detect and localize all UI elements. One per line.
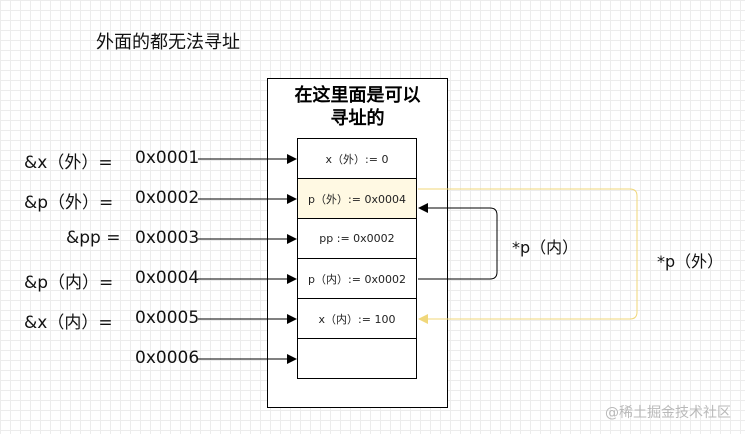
outer-pointer-deref-label: *p（外） [657, 252, 724, 271]
outer-pointer-arrow [418, 188, 638, 324]
address-ref-label: &x（内）= [24, 313, 113, 333]
memory-cell: p（外）:= 0x0004 [297, 178, 417, 219]
memory-cell: pp := 0x0002 [297, 218, 417, 259]
memory-cell: p（内）:= 0x0002 [297, 258, 417, 299]
addressable-region-title: 在这里面是可以 寻址的 [267, 84, 448, 130]
address-value: 0x0005 [135, 308, 200, 328]
memory-cell: x（内）:= 100 [297, 298, 417, 339]
address-value: 0x0002 [135, 188, 200, 208]
title-line-2: 寻址的 [330, 108, 385, 129]
address-value: 0x0004 [135, 268, 200, 288]
address-value: 0x0003 [135, 228, 200, 248]
address-ref-label: &p（外）= [24, 193, 114, 213]
watermark: @稀土掘金技术社区 [605, 405, 731, 421]
address-value: 0x0001 [135, 148, 200, 168]
title-line-1: 在这里面是可以 [294, 85, 421, 106]
address-ref-label: &p（内）= [24, 273, 114, 293]
address-value: 0x0006 [135, 348, 200, 368]
address-ref-label: &x（外）= [24, 153, 113, 173]
memory-cell-empty [297, 338, 417, 379]
memory-cell: x（外）:= 0 [297, 138, 417, 179]
address-ref-label: &pp = [66, 228, 121, 248]
inner-pointer-deref-label: *p（内） [512, 238, 579, 257]
header-note: 外面的都无法寻址 [96, 32, 240, 53]
inner-pointer-arrow [418, 203, 498, 280]
